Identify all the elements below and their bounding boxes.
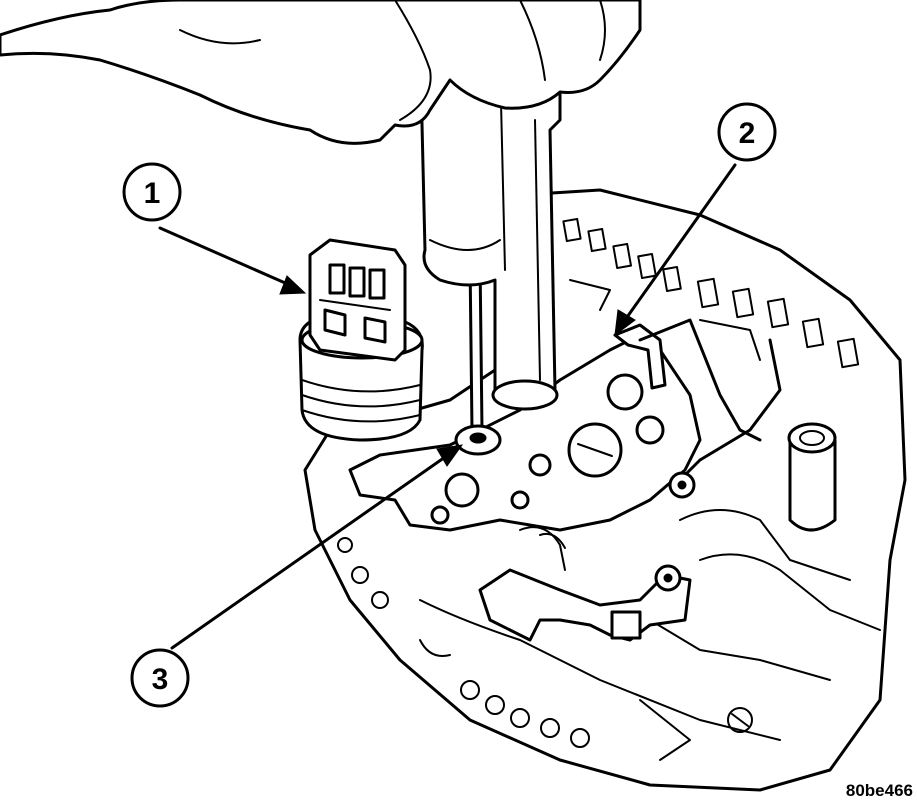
callout-2: 2 (717, 102, 777, 162)
callout-1-arrowhead (279, 275, 307, 295)
callout-1-label: 1 (144, 177, 161, 210)
hand-illustration (0, 0, 642, 145)
screwdriver-illustration (418, 38, 562, 456)
callout-2-leader (623, 163, 737, 322)
callout-leaders (158, 163, 737, 650)
callout-2-label: 2 (739, 117, 756, 150)
figure-id: 80be466 (845, 781, 913, 800)
callout-3-leader (170, 453, 450, 650)
callout-1-leader (158, 226, 294, 288)
callout-3-label: 3 (152, 663, 169, 696)
lower-linkage (478, 526, 692, 642)
callout-2-arrowhead (614, 309, 636, 337)
callout-3-arrowhead (436, 444, 464, 467)
callout-3: 3 (130, 648, 190, 708)
callout-1: 1 (122, 162, 182, 222)
manual-lever-plate (348, 318, 782, 532)
connector-illustration (298, 238, 424, 442)
